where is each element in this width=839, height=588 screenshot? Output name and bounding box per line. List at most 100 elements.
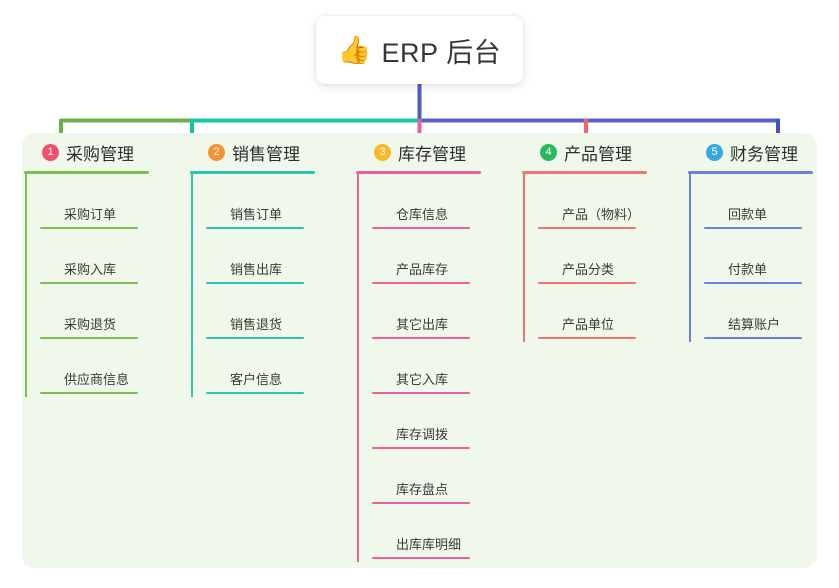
item-rule [40,392,138,394]
branch-badge-5: 5 [706,143,723,161]
branch-header-2[interactable]: 2 销售管理 [202,133,354,171]
item-rule [206,282,304,284]
branch-header-5[interactable]: 5 财务管理 [700,133,839,171]
branch-spine-3 [357,174,359,562]
branch-column-2: 2 销售管理 销售订单 销售出库 销售退货 客户信息 [188,133,354,568]
branch-column-5: 5 财务管理 回款单 付款单 结算账户 [686,133,839,568]
branch-title-1: 采购管理 [66,144,134,164]
branches-panel [22,133,817,568]
item-rule [538,282,636,284]
list-item[interactable]: 销售订单 [202,174,354,229]
list-item[interactable]: 客户信息 [202,339,354,394]
branch-spine-4 [523,174,525,342]
item-label: 付款单 [728,262,768,277]
list-item[interactable]: 产品（物料） [534,174,686,229]
item-label: 采购退货 [64,317,117,332]
list-item[interactable]: 库存盘点 [368,449,520,504]
branch-items-4: 产品（物料） 产品分类 产品单位 [534,174,686,339]
item-rule [538,227,636,229]
list-item[interactable]: 采购退货 [36,284,188,339]
list-item[interactable]: 仓库信息 [368,174,520,229]
item-rule [372,557,470,559]
list-item[interactable]: 产品单位 [534,284,686,339]
thumbs-up-icon: 👍 [337,34,372,65]
branch-header-4[interactable]: 4 产品管理 [534,133,686,171]
list-item[interactable]: 其它入库 [368,339,520,394]
list-item[interactable]: 产品库存 [368,229,520,284]
item-rule [40,227,138,229]
item-label: 出库库明细 [396,537,462,552]
branch-header-rule-1 [24,171,149,174]
list-item[interactable]: 结算账户 [700,284,839,339]
item-rule [206,337,304,339]
branch-title-3: 库存管理 [398,144,466,164]
branch-column-3: 3 库存管理 仓库信息 产品库存 其它出库 其它入库 [354,133,520,568]
item-label: 产品分类 [562,262,615,277]
item-rule [40,337,138,339]
list-item[interactable]: 采购订单 [36,174,188,229]
branch-items-2: 销售订单 销售出库 销售退货 客户信息 [202,174,354,394]
list-item[interactable]: 回款单 [700,174,839,229]
branch-badge-3: 3 [374,143,391,161]
branch-column-1: 1 采购管理 采购订单 采购入库 采购退货 供应商信息 [22,133,188,568]
branch-header-rule-4 [522,171,647,174]
list-item[interactable]: 出库库明细 [368,504,520,559]
list-item[interactable]: 销售退货 [202,284,354,339]
branch-columns: 1 采购管理 采购订单 采购入库 采购退货 供应商信息 [22,133,817,568]
item-rule [372,447,470,449]
branch-header-3[interactable]: 3 库存管理 [368,133,520,171]
item-label: 采购订单 [64,207,117,222]
branch-items-5: 回款单 付款单 结算账户 [700,174,839,339]
item-rule [372,282,470,284]
item-rule [40,282,138,284]
item-label: 其它入库 [396,372,449,387]
branch-badge-4: 4 [540,143,557,161]
item-rule [372,337,470,339]
branch-spine-2 [191,174,193,397]
branch-column-4: 4 产品管理 产品（物料） 产品分类 产品单位 [520,133,686,568]
list-item[interactable]: 付款单 [700,229,839,284]
branch-header-rule-2 [190,171,315,174]
item-rule [372,227,470,229]
branch-title-2: 销售管理 [232,144,300,164]
item-rule [704,227,802,229]
item-rule [372,392,470,394]
item-label: 销售出库 [230,262,283,277]
item-rule [206,227,304,229]
list-item[interactable]: 采购入库 [36,229,188,284]
item-rule [206,392,304,394]
item-rule [704,337,802,339]
item-label: 结算账户 [728,317,781,332]
item-label: 其它出库 [396,317,449,332]
list-item[interactable]: 供应商信息 [36,339,188,394]
list-item[interactable]: 其它出库 [368,284,520,339]
branch-spine-5 [689,174,691,342]
branch-title-5: 财务管理 [730,144,798,164]
branch-header-1[interactable]: 1 采购管理 [36,133,188,171]
branch-items-1: 采购订单 采购入库 采购退货 供应商信息 [36,174,188,394]
item-label: 供应商信息 [64,372,130,387]
item-label: 库存盘点 [396,482,449,497]
list-item[interactable]: 销售出库 [202,229,354,284]
branch-spine-1 [25,174,27,397]
item-rule [372,502,470,504]
branch-items-3: 仓库信息 产品库存 其它出库 其它入库 库存调拨 [368,174,520,559]
branch-header-rule-5 [688,171,813,174]
root-node-title: ERP 后台 [381,37,502,68]
item-rule [704,282,802,284]
branch-header-rule-3 [356,171,481,174]
item-label: 回款单 [728,207,768,222]
item-label: 客户信息 [230,372,283,387]
item-label: 产品单位 [562,317,615,332]
branch-badge-2: 2 [208,143,225,161]
item-label: 销售订单 [230,207,283,222]
list-item[interactable]: 库存调拨 [368,394,520,449]
item-label: 产品库存 [396,262,449,277]
item-rule [538,337,636,339]
branch-title-4: 产品管理 [564,144,632,164]
root-node-card[interactable]: 👍 ERP 后台 [316,16,523,84]
list-item[interactable]: 产品分类 [534,229,686,284]
branch-badge-1: 1 [42,143,59,161]
item-label: 仓库信息 [396,207,449,222]
